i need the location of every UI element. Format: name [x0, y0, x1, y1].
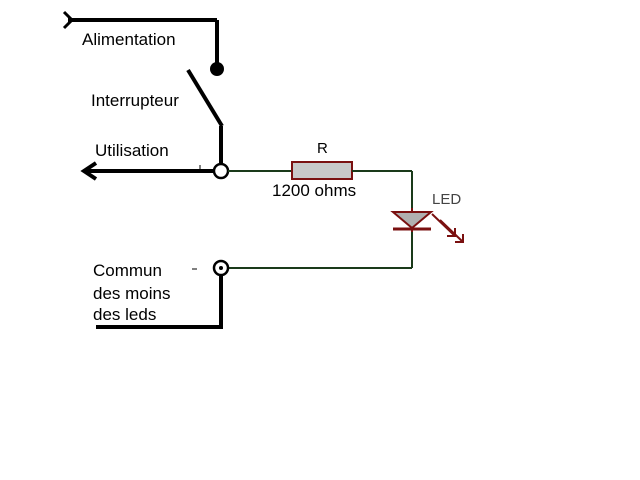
led-label: LED [432, 191, 461, 208]
common-label-line3: des leds [93, 305, 156, 324]
wire-resistor-to-led [352, 170, 413, 210]
power-label: Alimentation [82, 30, 176, 49]
led-diode-triangle [390, 211, 434, 230]
common-label-line1: Commun [93, 261, 162, 280]
switch [186, 68, 224, 163]
led-light-arrows [431, 213, 464, 243]
wire-led-to-common [229, 232, 413, 269]
output-label: Utilisation [95, 141, 169, 160]
switch-label: Interrupteur [91, 91, 179, 110]
resistor [291, 161, 353, 180]
common-line [96, 275, 223, 329]
power-line [62, 10, 224, 76]
resistor-name-label: R [317, 140, 328, 157]
led [390, 208, 464, 243]
common-label-line2: des moins [93, 284, 170, 303]
switch-fixed-contact [210, 62, 224, 76]
resistor-value-label: 1200 ohms [272, 181, 356, 200]
output-terminal [212, 162, 230, 180]
output-line [80, 161, 214, 181]
